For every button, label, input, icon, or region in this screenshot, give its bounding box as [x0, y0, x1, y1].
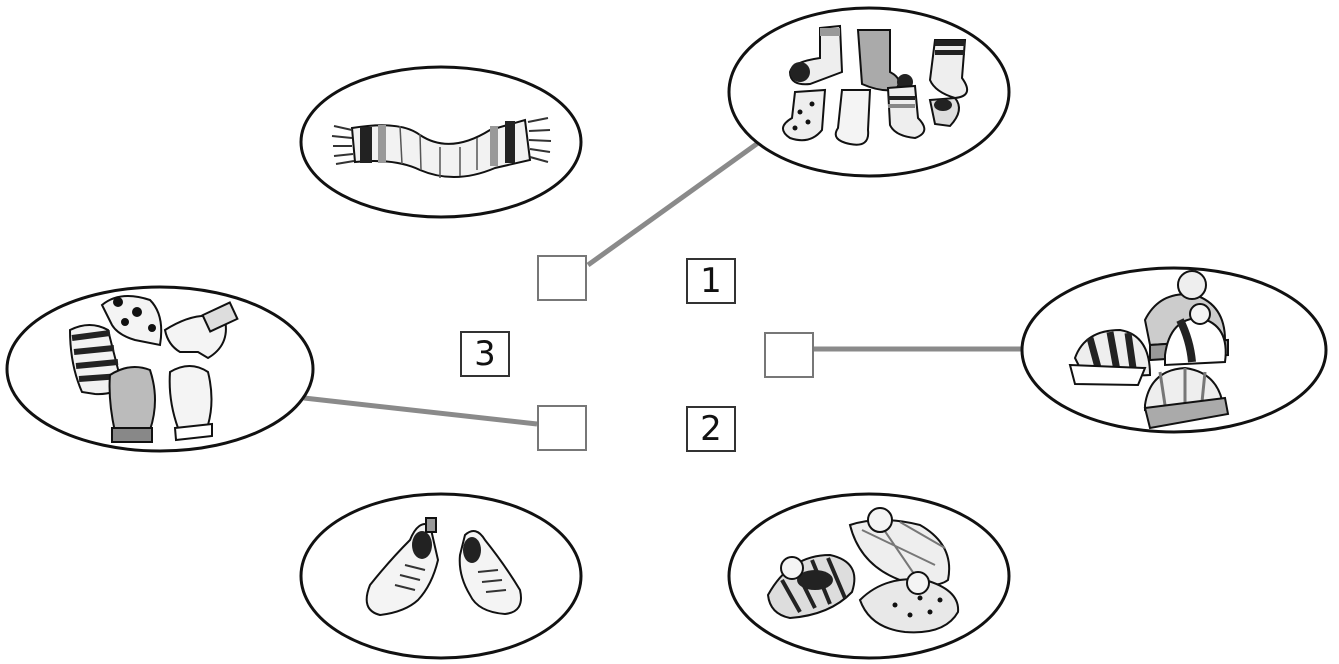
number-box-2: 2 — [686, 406, 736, 452]
item-socks[interactable] — [727, 6, 1011, 178]
item-hats[interactable] — [1020, 266, 1328, 434]
sneakers-oval — [299, 492, 583, 660]
number-box-3: 3 — [460, 331, 510, 377]
scarf-oval — [299, 65, 583, 219]
connector-line-mittens — [303, 395, 538, 427]
item-slippers[interactable] — [727, 492, 1011, 660]
mittens-icon — [68, 295, 239, 443]
item-mittens[interactable] — [5, 285, 315, 453]
item-scarf[interactable] — [299, 65, 583, 219]
slippers-icon — [766, 507, 960, 634]
empty-answer-box-right[interactable] — [764, 332, 814, 378]
item-sneakers[interactable] — [299, 492, 583, 660]
scarf-icon — [331, 117, 552, 179]
empty-answer-box-bottom[interactable] — [537, 405, 587, 451]
hats-icon — [1068, 270, 1230, 430]
socks-icon — [782, 24, 969, 146]
sneakers-icon — [365, 517, 522, 617]
number-box-1: 1 — [686, 258, 736, 304]
mittens-oval — [5, 285, 315, 453]
empty-answer-box-top[interactable] — [537, 255, 587, 301]
connector-line-socks — [586, 140, 760, 268]
